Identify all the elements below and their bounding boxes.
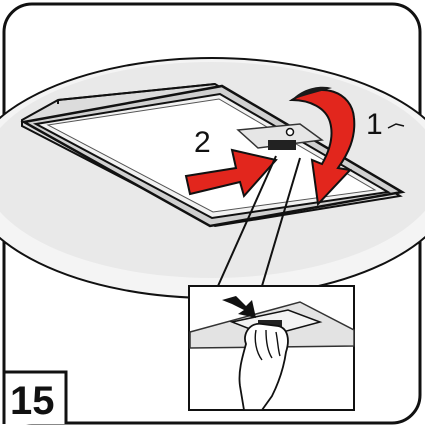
hand-icon — [238, 322, 289, 411]
step-number-badge: 15 — [2, 370, 68, 424]
step-number: 15 — [10, 379, 55, 423]
push-arrow-icon — [184, 148, 278, 199]
zoom-leader-right — [261, 157, 301, 287]
zoom-leader-left — [217, 155, 277, 287]
spring-tab — [387, 123, 405, 129]
zoom-clip-slot — [258, 320, 282, 328]
callout-label-1: 1 — [366, 108, 383, 141]
recess-edge — [57, 83, 216, 104]
curved-rotate-arrow-icon — [288, 86, 356, 207]
clip-screw — [285, 127, 295, 137]
release-clip-plate — [236, 123, 324, 149]
release-clip-slot — [268, 140, 296, 150]
press-arrow-icon — [222, 296, 256, 318]
callout-label-2: 2 — [194, 126, 211, 159]
